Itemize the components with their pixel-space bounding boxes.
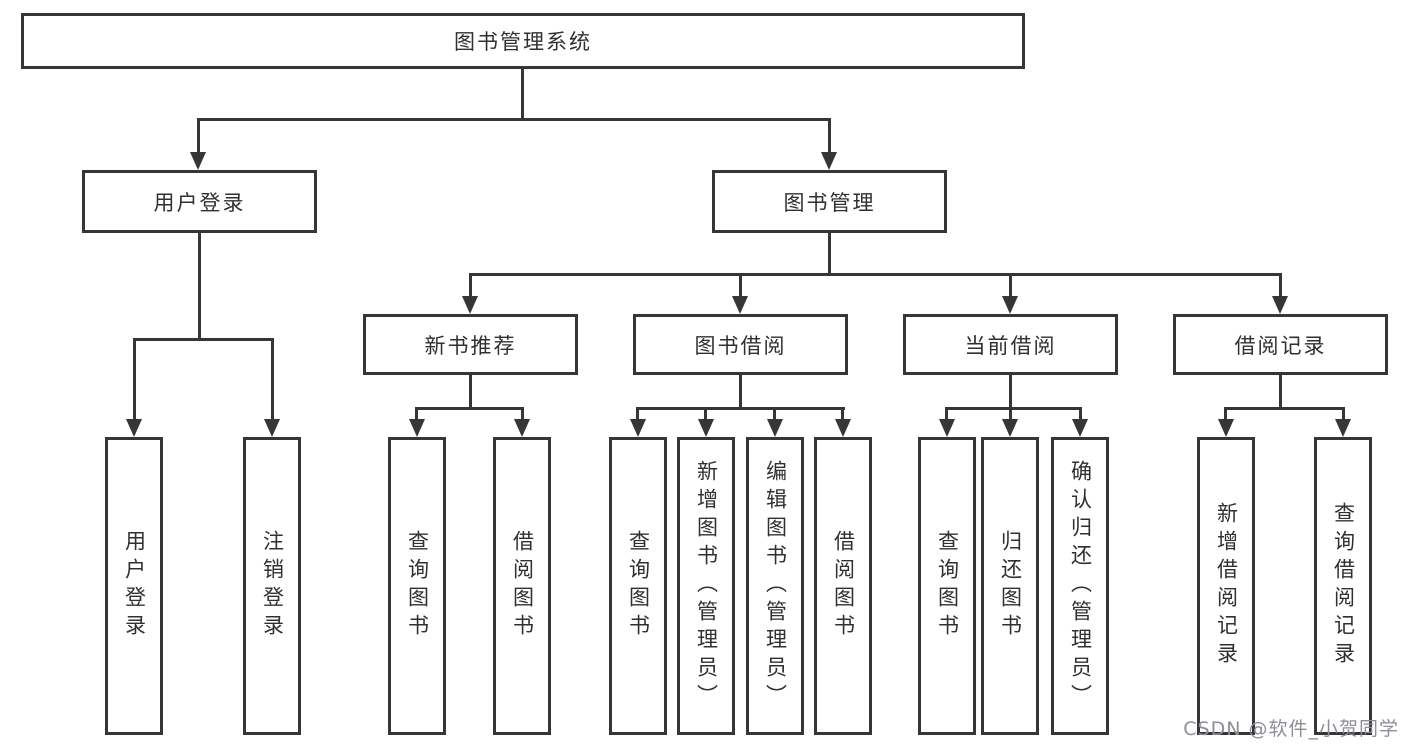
- connector-line: [828, 233, 831, 273]
- node-current-borrowing: 当前借阅: [903, 314, 1118, 375]
- arrow-down-icon: [1072, 419, 1088, 437]
- node-leaf-query-books-2: 查询图书: [609, 437, 667, 735]
- node-user-login-group: 用户登录: [82, 170, 317, 233]
- arrow-down-icon: [126, 419, 142, 437]
- node-book-borrowing: 图书借阅: [633, 314, 848, 375]
- connector-line: [1009, 407, 1012, 420]
- node-leaf-add-borrow-record-label: 新增借阅记录: [1214, 502, 1239, 670]
- connector-line: [1224, 407, 1227, 420]
- connector-line: [197, 118, 831, 121]
- node-user-login-group-label: 用户登录: [153, 190, 246, 215]
- node-new-book-recommend: 新书推荐: [363, 314, 578, 375]
- connector-line: [521, 407, 524, 420]
- connector-line: [636, 407, 639, 420]
- connector-line: [704, 407, 707, 420]
- connector-line: [945, 407, 1082, 410]
- connector-line: [133, 338, 274, 341]
- arrow-down-icon: [1002, 419, 1018, 437]
- node-leaf-query-books-2-label: 查询图书: [626, 530, 651, 642]
- arrow-down-icon: [514, 419, 530, 437]
- connector-line: [1079, 407, 1082, 420]
- node-book-management-label: 图书管理: [783, 190, 876, 215]
- connector-line: [1279, 375, 1282, 407]
- node-leaf-user-login: 用户登录: [105, 437, 163, 735]
- connector-line: [469, 375, 472, 407]
- node-new-book-recommend-label: 新书推荐: [424, 333, 517, 358]
- node-borrowing-records-label: 借阅记录: [1234, 333, 1327, 358]
- node-leaf-query-borrow-record-label: 查询借阅记录: [1331, 502, 1356, 670]
- arrow-down-icon: [698, 419, 714, 437]
- node-borrowing-records: 借阅记录: [1173, 314, 1388, 375]
- node-root-label: 图书管理系统: [454, 30, 592, 54]
- node-leaf-edit-books-admin-label: 编辑图书（管理员）: [763, 460, 788, 712]
- connector-line: [271, 338, 274, 420]
- arrow-down-icon: [1272, 296, 1288, 314]
- node-leaf-confirm-return-admin: 确认归还（管理员）: [1051, 437, 1109, 735]
- arrow-down-icon: [409, 419, 425, 437]
- connector-line: [521, 69, 524, 118]
- connector-line: [828, 118, 831, 153]
- node-leaf-query-books-1: 查询图书: [388, 437, 446, 735]
- connector-line: [133, 338, 136, 420]
- connector-line: [1009, 375, 1012, 407]
- node-leaf-query-books-3: 查询图书: [918, 437, 976, 735]
- connector-line: [1009, 273, 1012, 297]
- node-book-borrowing-label: 图书借阅: [694, 333, 787, 358]
- arrow-down-icon: [939, 419, 955, 437]
- arrow-down-icon: [1335, 419, 1351, 437]
- node-current-borrowing-label: 当前借阅: [964, 333, 1057, 358]
- connector-line: [841, 407, 844, 420]
- arrow-down-icon: [630, 419, 646, 437]
- connector-line: [945, 407, 948, 420]
- connector-line: [415, 407, 524, 410]
- node-leaf-query-books-1-label: 查询图书: [405, 530, 430, 642]
- arrow-down-icon: [264, 419, 280, 437]
- arrow-down-icon: [732, 296, 748, 314]
- node-leaf-return-books: 归还图书: [981, 437, 1039, 735]
- node-root: 图书管理系统: [21, 13, 1025, 69]
- node-book-management: 图书管理: [712, 170, 947, 233]
- node-leaf-borrow-books-1-label: 借阅图书: [510, 530, 535, 642]
- node-leaf-logout: 注销登录: [243, 437, 301, 735]
- arrow-down-icon: [1002, 296, 1018, 314]
- arrow-down-icon: [462, 296, 478, 314]
- connector-line: [198, 233, 201, 338]
- node-leaf-edit-books-admin: 编辑图书（管理员）: [746, 437, 804, 735]
- arrow-down-icon: [767, 419, 783, 437]
- connector-line: [415, 407, 418, 420]
- node-leaf-borrow-books-1: 借阅图书: [493, 437, 551, 735]
- connector-line: [636, 407, 845, 410]
- arrow-down-icon: [1218, 419, 1234, 437]
- csdn-watermark: CSDN @软件_小贺同学: [1183, 718, 1399, 740]
- connector-line: [1224, 407, 1345, 410]
- arrow-down-icon: [190, 152, 206, 170]
- node-leaf-confirm-return-admin-label: 确认归还（管理员）: [1068, 460, 1093, 712]
- connector-line: [469, 273, 1282, 276]
- connector-line: [1342, 407, 1345, 420]
- connector-line: [739, 375, 742, 407]
- node-leaf-user-login-label: 用户登录: [122, 530, 147, 642]
- node-leaf-add-books-admin: 新增图书（管理员）: [677, 437, 735, 735]
- connector-line: [1279, 273, 1282, 297]
- node-leaf-add-borrow-record: 新增借阅记录: [1197, 437, 1255, 735]
- node-leaf-return-books-label: 归还图书: [998, 530, 1023, 642]
- arrow-down-icon: [835, 419, 851, 437]
- node-leaf-query-borrow-record: 查询借阅记录: [1314, 437, 1372, 735]
- node-leaf-borrow-books-2-label: 借阅图书: [831, 530, 856, 642]
- node-leaf-borrow-books-2: 借阅图书: [814, 437, 872, 735]
- node-leaf-add-books-admin-label: 新增图书（管理员）: [694, 460, 719, 712]
- arrow-down-icon: [821, 152, 837, 170]
- connector-line: [773, 407, 776, 420]
- connector-line: [197, 118, 200, 153]
- connector-line: [739, 273, 742, 297]
- connector-line: [469, 273, 472, 297]
- node-leaf-query-books-3-label: 查询图书: [935, 530, 960, 642]
- node-leaf-logout-label: 注销登录: [260, 530, 285, 642]
